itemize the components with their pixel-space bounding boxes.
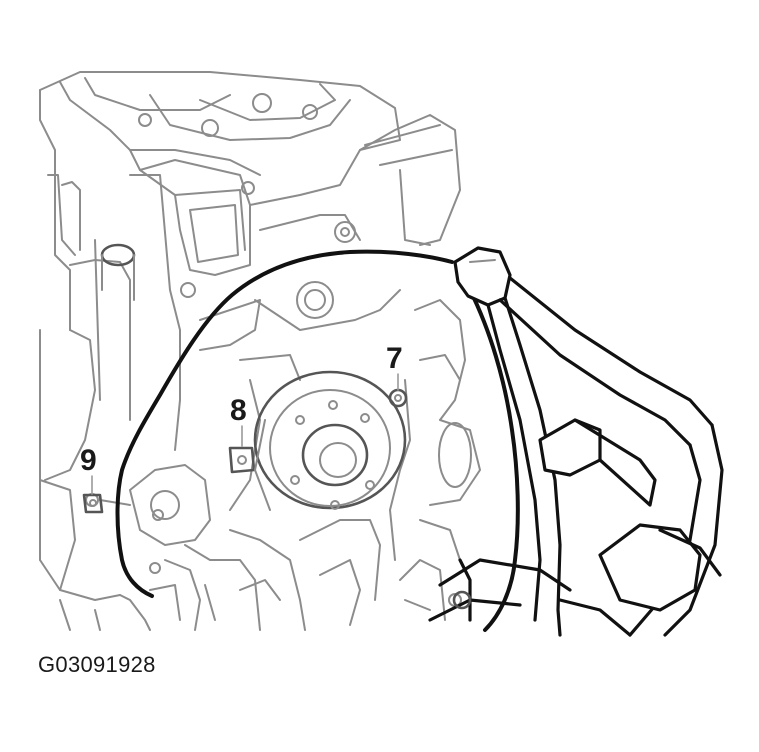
- callout-label-8: 8: [230, 394, 247, 427]
- special-tool-bracket: [428, 246, 724, 637]
- callout-9: 9: [80, 444, 97, 495]
- figure-code: G03091928: [38, 652, 156, 677]
- engine-block-lineart: [39, 71, 481, 631]
- crankshaft-hub: [253, 370, 407, 511]
- callout-label-9: 9: [80, 444, 97, 477]
- callout-label-7: 7: [386, 342, 403, 375]
- callout-7: 7: [386, 342, 403, 391]
- callout-8: 8: [230, 394, 247, 447]
